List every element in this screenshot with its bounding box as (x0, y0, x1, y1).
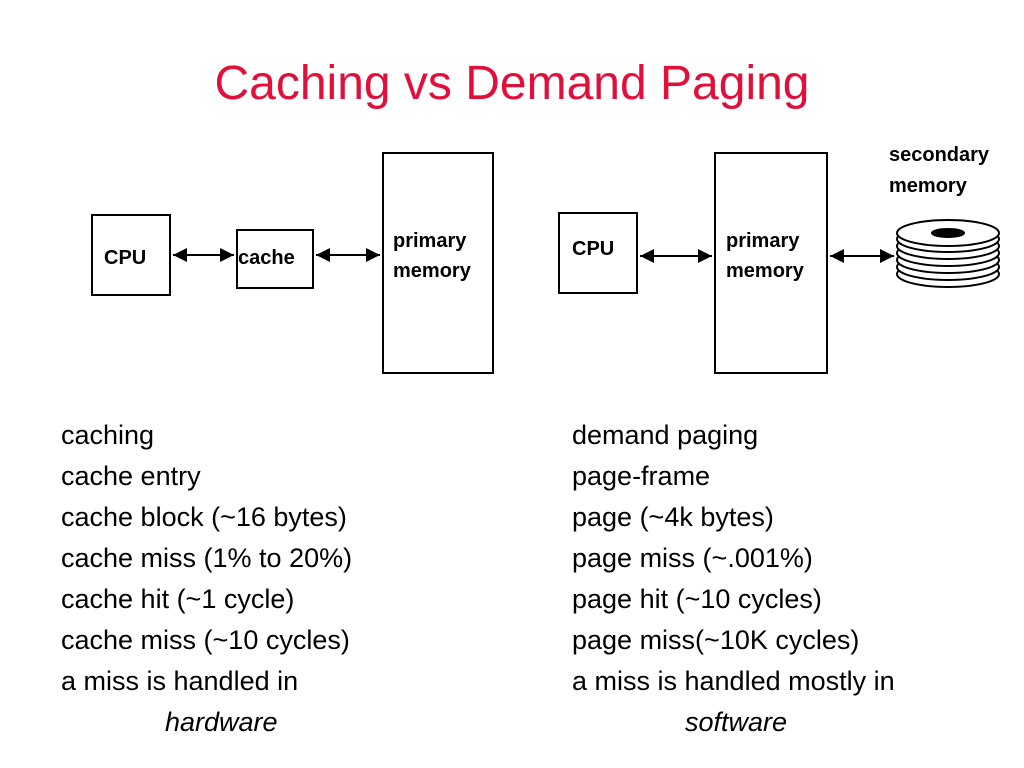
caching-line: cache hit (~1 cycle) (61, 584, 295, 614)
cache-label: cache (238, 247, 295, 269)
primary-memory-label-right-2: memory (726, 260, 804, 282)
paging-line: page miss (~.001%) (572, 543, 813, 573)
primary-memory-label-left-2: memory (393, 260, 471, 282)
disk-stack-icon (896, 219, 1000, 288)
secondary-memory-label-2: memory (889, 175, 967, 197)
caching-line: a miss is handled in (61, 666, 299, 696)
primary-memory-label-right-1: primary (726, 230, 800, 252)
cpu-label-right: CPU (572, 238, 615, 260)
caching-line: cache miss (~10 cycles) (61, 625, 350, 655)
primary-memory-box-right (714, 152, 828, 374)
primary-memory-box-left (382, 152, 494, 374)
paging-handler: software (685, 707, 788, 737)
caching-line: cache miss (1% to 20%) (61, 543, 353, 573)
cpu-label-left: CPU (104, 247, 147, 269)
secondary-memory-label-1: secondary (889, 144, 990, 166)
paging-line: demand paging (572, 420, 759, 450)
caching-line: cache entry (61, 461, 201, 491)
paging-line: page-frame (572, 461, 711, 491)
primary-memory-label-left-1: primary (393, 230, 467, 252)
caching-line: cache block (~16 bytes) (61, 502, 347, 532)
paging-line: page hit (~10 cycles) (572, 584, 822, 614)
paging-column: demand paging page-frame page (~4k bytes… (572, 415, 895, 743)
caching-column: caching cache entry cache block (~16 byt… (61, 415, 352, 743)
paging-line: page (~4k bytes) (572, 502, 774, 532)
cpu-box-right (558, 212, 638, 294)
caching-handler: hardware (165, 707, 278, 737)
cpu-box-left (91, 214, 171, 296)
slide-title: Caching vs Demand Paging (214, 57, 810, 110)
paging-line: a miss is handled mostly in (572, 666, 895, 696)
cache-box (236, 229, 314, 289)
caching-line: caching (61, 420, 155, 450)
paging-line: page miss(~10K cycles) (572, 625, 860, 655)
